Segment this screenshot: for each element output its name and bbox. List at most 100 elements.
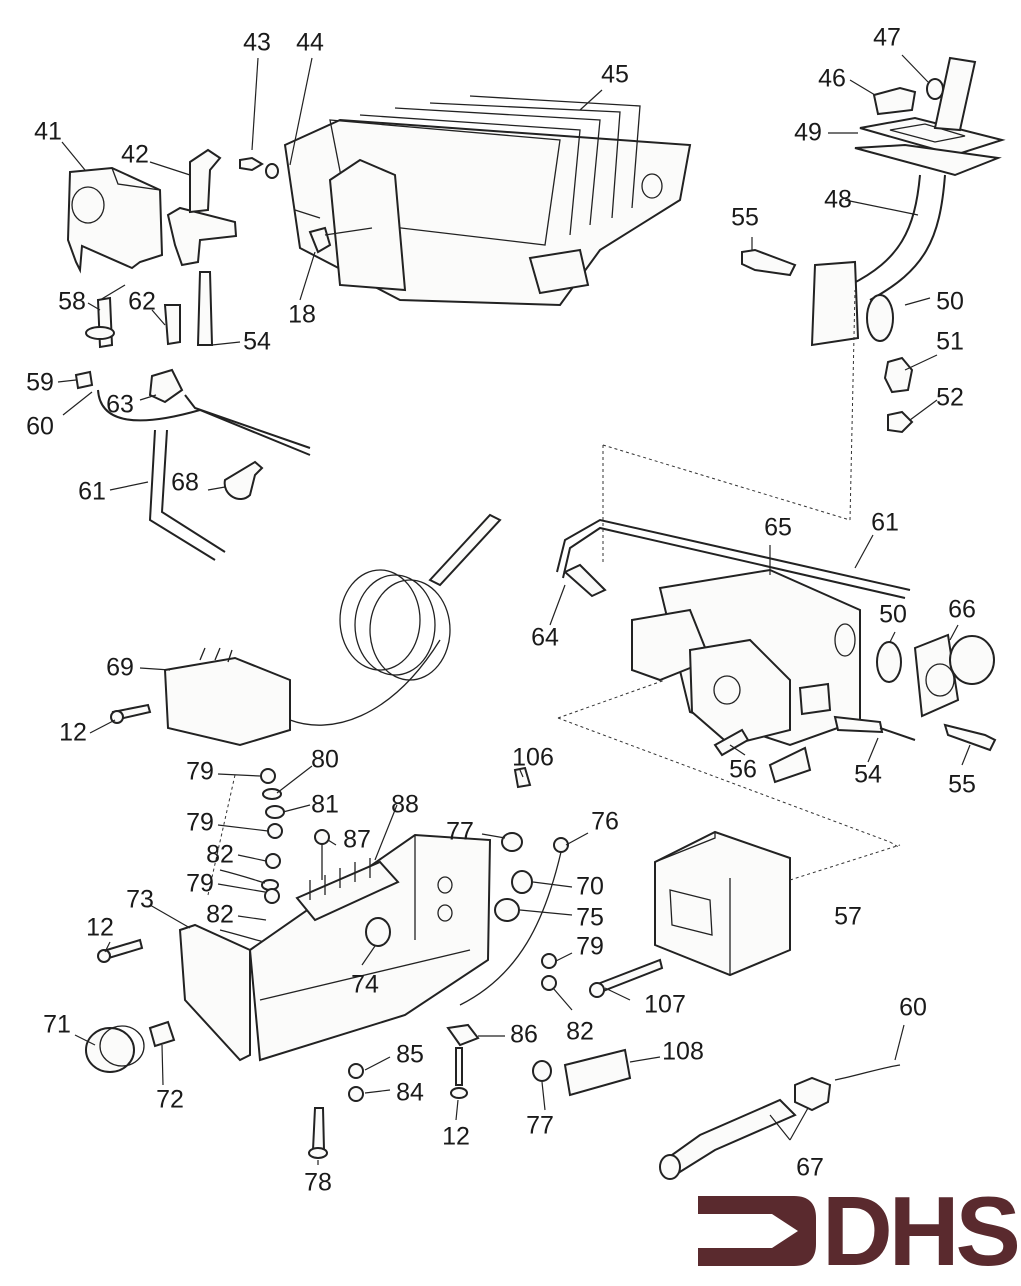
part-77-108-lamp: [532, 1048, 632, 1097]
callout-61-left: 61: [78, 477, 106, 506]
callout-12-bottom: 12: [442, 1122, 470, 1151]
callout-43: 43: [243, 28, 271, 57]
part-44-washer: [265, 163, 279, 179]
callout-77-bottom: 77: [526, 1111, 554, 1140]
part-51-fitting: [883, 356, 914, 394]
callout-50-valve: 50: [879, 600, 907, 629]
callout-63: 63: [106, 390, 134, 419]
callout-79-1: 79: [186, 757, 214, 786]
part-59-screw: [74, 370, 94, 390]
part-61-pilot-pipe: [556, 518, 911, 599]
callout-106: 106: [512, 743, 554, 772]
part-58-electrode: [85, 284, 126, 349]
callout-82-2: 82: [206, 900, 234, 929]
callout-55-valve: 55: [948, 770, 976, 799]
callout-57: 57: [834, 902, 862, 931]
part-50-o-ring-valve: [876, 641, 902, 683]
callout-58: 58: [58, 287, 86, 316]
callout-68: 68: [171, 468, 199, 497]
part-50-o-ring-top: [866, 294, 894, 342]
callout-79-3: 79: [186, 869, 214, 898]
callout-86: 86: [510, 1020, 538, 1049]
callout-55-top: 55: [731, 203, 759, 232]
part-48-tube: [810, 56, 977, 347]
callout-80: 80: [311, 745, 339, 774]
callout-87: 87: [343, 825, 371, 854]
callout-84: 84: [396, 1078, 424, 1107]
part-74-grommet: [365, 917, 391, 947]
part-43-screw: [239, 156, 264, 172]
callout-79-4: 79: [576, 932, 604, 961]
part-77-70-75-right-fittings: [494, 832, 533, 922]
callout-52: 52: [936, 383, 964, 412]
part-12-screw-bottom: [450, 1047, 468, 1099]
callout-70: 70: [576, 872, 604, 901]
part-46-injector: [872, 86, 917, 116]
callout-12-box: 12: [86, 913, 114, 942]
callout-51: 51: [936, 327, 964, 356]
callout-88: 88: [391, 790, 419, 819]
callout-71: 71: [43, 1010, 71, 1039]
callout-54-top: 54: [243, 327, 271, 356]
callout-59: 59: [26, 368, 54, 397]
callout-107: 107: [644, 990, 686, 1019]
callout-82-3: 82: [566, 1017, 594, 1046]
callout-73: 73: [126, 885, 154, 914]
part-56-connector: [713, 728, 812, 784]
part-57-cover-box: [654, 830, 901, 977]
part-12-screw-box: [97, 938, 144, 963]
callout-42: 42: [121, 140, 149, 169]
arrow-logo-icon: [698, 1196, 816, 1266]
callout-108: 108: [662, 1037, 704, 1066]
part-62-nipple: [163, 304, 181, 346]
callout-72: 72: [156, 1085, 184, 1114]
callout-81: 81: [311, 790, 339, 819]
callout-61-right: 61: [871, 508, 899, 537]
part-69-thermostat: [163, 513, 502, 747]
part-42-pilot-burner: [166, 148, 238, 267]
part-64-pilot-injector: [563, 563, 607, 598]
callout-44: 44: [296, 28, 324, 57]
part-54-thermocouple-valve: [833, 715, 916, 741]
callout-12-thermostat: 12: [59, 718, 87, 747]
callout-66: 66: [948, 595, 976, 624]
part-45-burner-assembly: [283, 95, 692, 307]
part-47-washer: [926, 78, 944, 100]
callout-45: 45: [601, 60, 629, 89]
callout-69: 69: [106, 653, 134, 682]
assembly-guides: [207, 289, 901, 896]
callout-50-top: 50: [936, 287, 964, 316]
callout-60-top: 60: [26, 412, 54, 441]
part-71-knob: [85, 1025, 145, 1073]
callout-78: 78: [304, 1168, 332, 1197]
callout-77-top: 77: [446, 817, 474, 846]
callout-48: 48: [824, 185, 852, 214]
part-55-bolt-top: [741, 248, 797, 277]
part-68-clip: [223, 460, 264, 500]
part-18-wing-nut: [308, 226, 373, 254]
part-79-80-81-82-fastener-stack: [219, 768, 285, 948]
callout-56: 56: [729, 755, 757, 784]
part-55-bolt-valve: [943, 723, 997, 752]
callout-18: 18: [288, 300, 316, 329]
callout-79-2: 79: [186, 808, 214, 837]
part-88-terminal-block: [295, 858, 400, 922]
callout-64: 64: [531, 623, 559, 652]
callout-74: 74: [351, 970, 379, 999]
callout-85: 85: [396, 1040, 424, 1069]
part-79-82-right-nuts: [541, 953, 557, 991]
callout-75: 75: [576, 903, 604, 932]
part-87-screw: [314, 829, 330, 880]
part-78-screw: [308, 1107, 328, 1159]
part-61-pipe: [97, 389, 311, 561]
callout-65: 65: [764, 513, 792, 542]
callout-47: 47: [873, 23, 901, 52]
leader-lines: [57, 54, 971, 1165]
callout-67: 67: [796, 1153, 824, 1182]
callout-76: 76: [591, 807, 619, 836]
callout-54-valve: 54: [854, 760, 882, 789]
callout-62: 62: [128, 287, 156, 316]
logo-wordmark: DHS: [822, 1176, 1021, 1286]
part-106-76-earth-lead: [459, 766, 569, 1006]
part-12-screw-thermostat: [110, 703, 152, 724]
